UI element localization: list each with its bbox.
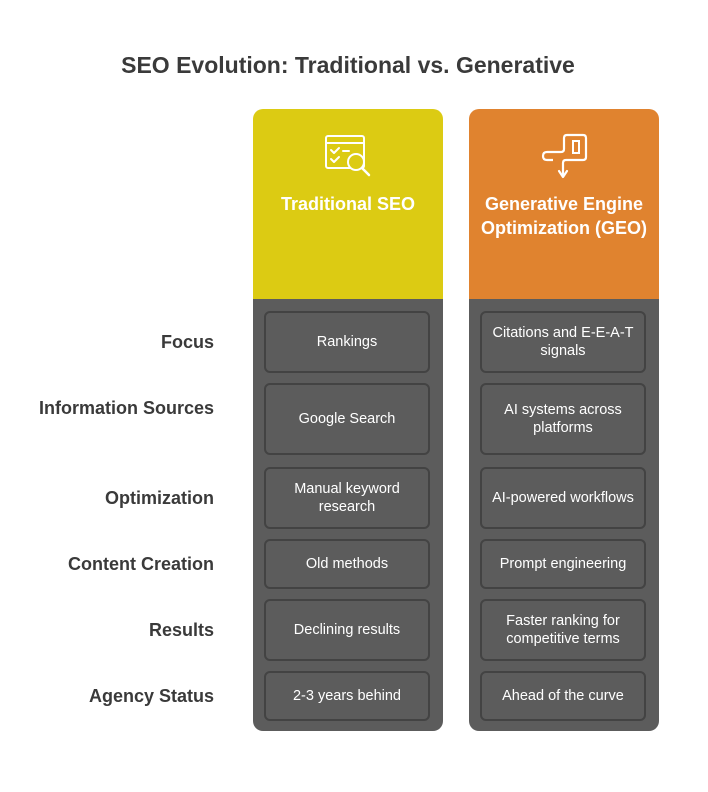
traditional-sources-cell: Google Search [264, 383, 430, 455]
geo-sources-cell: AI systems across platforms [480, 383, 646, 455]
traditional-content-cell: Old methods [264, 539, 430, 589]
geo-header: Generative Engine Optimization (GEO) [469, 109, 659, 299]
route-arrows-icon [541, 133, 588, 179]
geo-optimization-cell: AI-powered workflows [480, 467, 646, 529]
geo-focus-cell: Citations and E-E-A-T signals [480, 311, 646, 373]
geo-column: Generative Engine Optimization (GEO) Cit… [469, 109, 659, 731]
traditional-seo-column: Traditional SEO Rankings Google Search M… [253, 109, 443, 731]
geo-agency-cell: Ahead of the curve [480, 671, 646, 721]
traditional-optimization-cell: Manual keyword research [264, 467, 430, 529]
geo-content-cell: Prompt engineering [480, 539, 646, 589]
traditional-results-cell: Declining results [264, 599, 430, 661]
traditional-seo-title: Traditional SEO [280, 194, 416, 214]
traditional-seo-body: Rankings Google Search Manual keyword re… [253, 299, 443, 731]
row-label-focus: Focus [160, 332, 214, 352]
geo-title: Generative Engine Optimization (GEO) [481, 194, 647, 238]
row-label-content-creation: Content Creation [68, 554, 214, 574]
traditional-focus-cell: Rankings [264, 311, 430, 373]
row-label-optimization: Optimization [105, 488, 214, 508]
page-title: SEO Evolution: Traditional vs. Generativ… [121, 52, 575, 78]
traditional-seo-header: Traditional SEO [253, 109, 443, 299]
checklist-search-icon [325, 135, 371, 177]
geo-results-cell: Faster ranking for competitive terms [480, 599, 646, 661]
geo-body: Citations and E-E-A-T signals AI systems… [469, 299, 659, 731]
row-label-agency-status: Agency Status [88, 686, 214, 706]
row-label-information-sources: Information Sources [38, 398, 214, 418]
row-label-results: Results [148, 620, 214, 640]
traditional-agency-cell: 2-3 years behind [264, 671, 430, 721]
